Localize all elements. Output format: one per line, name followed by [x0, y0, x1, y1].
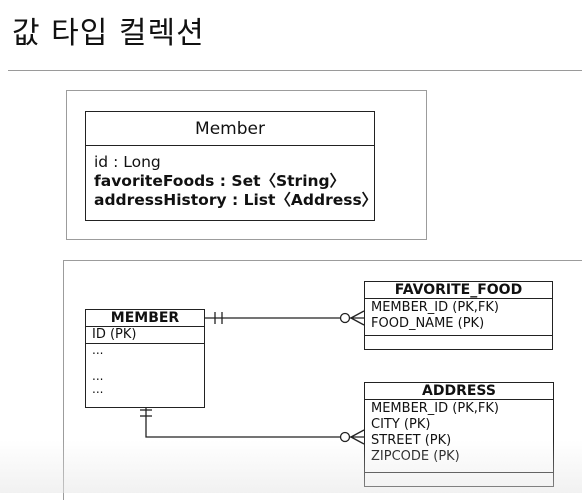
entity-address-column: ZIPCODE (PK): [371, 449, 460, 464]
entity-member-row: [92, 357, 204, 370]
entity-member-key: ID (PK): [86, 327, 204, 344]
entity-address-column: STREET (PK): [371, 433, 452, 448]
entity-favorite-food-name: FAVORITE_FOOD: [365, 282, 552, 299]
page-title: 값 타입 컬렉션: [12, 16, 205, 51]
entity-favorite-food: FAVORITE_FOOD MEMBER_ID (PK,FK) FOOD_NAM…: [364, 281, 553, 350]
entity-member: MEMBER ID (PK) ... ... ...: [85, 309, 205, 408]
class-attr-favorite-foods: favoriteFoods : Set〈String〉: [94, 172, 346, 190]
member-class-name: Member: [86, 112, 374, 146]
class-attr-address-history: addressHistory : List〈Address〉: [94, 191, 378, 209]
title-divider: [8, 70, 582, 71]
entity-favorite-food-column: FOOD_NAME (PK): [371, 316, 485, 331]
entity-address-name: ADDRESS: [365, 383, 553, 400]
class-attr-id: id : Long: [94, 153, 161, 171]
entity-address-column: MEMBER_ID (PK,FK): [371, 401, 499, 416]
entity-member-name: MEMBER: [86, 310, 204, 327]
entity-address-footer: [365, 472, 553, 486]
relationship-member-address: [140, 408, 365, 445]
entity-address-columns: MEMBER_ID (PK,FK) CITY (PK) STREET (PK) …: [365, 400, 553, 465]
entity-address: ADDRESS MEMBER_ID (PK,FK) CITY (PK) STRE…: [364, 382, 554, 487]
entity-favorite-food-footer: [365, 335, 552, 349]
entity-member-row: ...: [92, 343, 104, 357]
entity-address-column: CITY (PK): [371, 417, 431, 432]
entity-favorite-food-columns: MEMBER_ID (PK,FK) FOOD_NAME (PK): [365, 299, 552, 332]
member-class-attributes: id : Long favoriteFoods : Set〈String〉 ad…: [86, 146, 378, 210]
relationship-member-favorite-food: [205, 310, 365, 326]
entity-member-rows: ... ... ...: [86, 344, 204, 396]
entity-favorite-food-column: MEMBER_ID (PK,FK): [371, 300, 499, 315]
member-class-box: Member id : Long favoriteFoods : Set〈Str…: [85, 111, 378, 221]
entity-member-row: ...: [92, 382, 104, 396]
entity-member-row: ...: [92, 369, 104, 383]
